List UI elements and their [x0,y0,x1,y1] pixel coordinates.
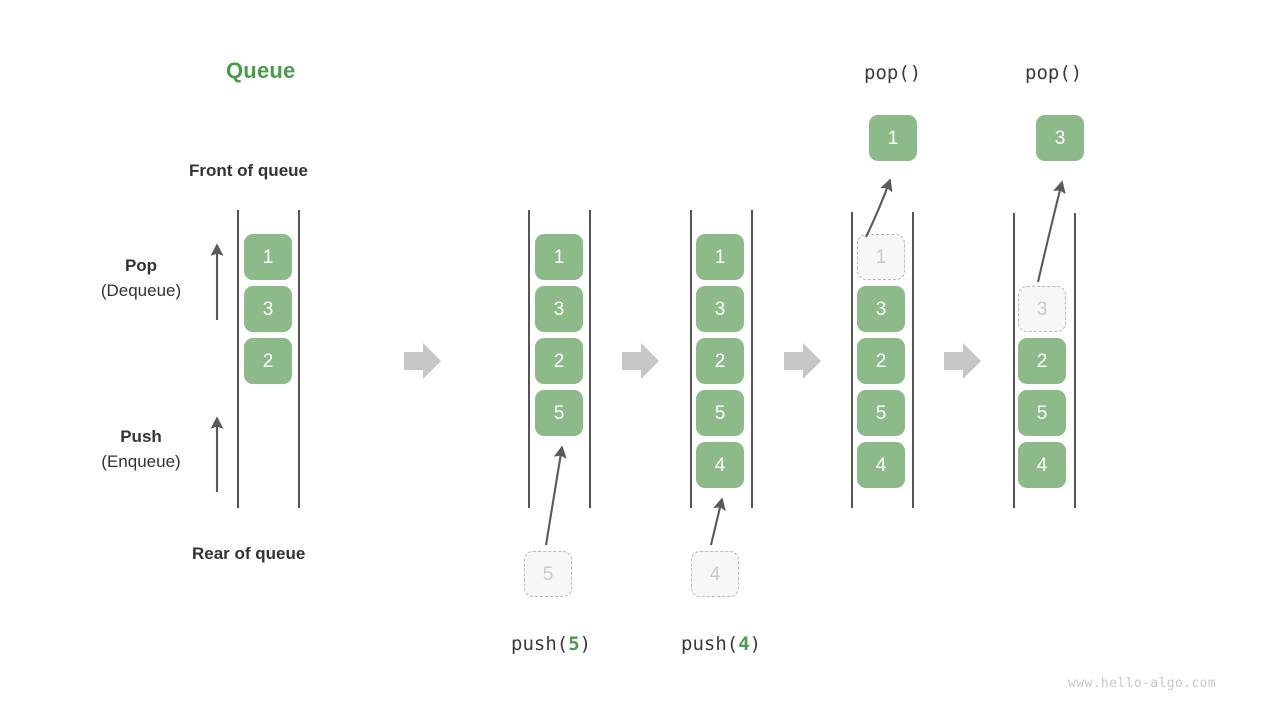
step-arrow-icon-4 [944,343,981,379]
queue-rail-left-stage-1 [237,210,239,508]
pop-label-primary: Pop [124,256,158,275]
front-of-queue-label: Front of queue [189,161,308,180]
queue-cell: 2 [535,338,583,384]
push-label-secondary: (Enqueue) [101,452,181,471]
caption-op-close: ) [749,633,762,655]
queue-cell: 5 [535,390,583,436]
queue-cell: 3 [535,286,583,332]
incoming-ghost-cell: 5 [524,551,572,597]
queue-rail-right-stage-3 [751,210,753,508]
stage-caption-push-5: push(5) [511,633,591,655]
caption-op-arg: 5 [568,633,580,655]
caption-op-text: push( [681,633,739,655]
queue-cell: 2 [696,338,744,384]
queue-cell: 5 [696,390,744,436]
step-arrow-icon-2 [622,343,659,379]
queue-cell: 1 [244,234,292,280]
push-5-arrow-icon [544,445,567,546]
pop-annotation: Pop (Dequeue) [56,254,226,304]
queue-cell: 1 [535,234,583,280]
step-arrow-icon-3 [784,343,821,379]
queue-cell: 1 [696,234,744,280]
queue-cell: 2 [1018,338,1066,384]
queue-rail-left-stage-4 [851,212,853,508]
queue-rail-right-stage-1 [298,210,300,508]
queue-cell: 4 [857,442,905,488]
queue-cell: 5 [1018,390,1066,436]
queue-cell: 5 [857,390,905,436]
queue-cell: 2 [857,338,905,384]
caption-op-close: ) [579,633,592,655]
stage-caption-push-4: push(4) [681,633,761,655]
queue-rail-right-stage-2 [589,210,591,508]
push-label-primary: Push [120,427,162,446]
popped-cell: 3 [1036,115,1084,161]
queue-cell: 3 [696,286,744,332]
queue-cell: 3 [857,286,905,332]
queue-cell: 2 [244,338,292,384]
popped-cell: 1 [869,115,917,161]
queue-rail-left-stage-2 [528,210,530,508]
stage-caption-pop-1: pop() [864,62,922,84]
push-annotation: Push (Enqueue) [56,425,226,475]
page-title: Queue [226,58,296,83]
watermark: www.hello-algo.com [1068,676,1217,691]
incoming-ghost-cell: 4 [691,551,739,597]
rear-of-queue-label: Rear of queue [192,544,306,563]
pop-3-arrow-icon [1036,180,1066,283]
queue-rail-left-stage-3 [690,210,692,508]
caption-op-arg: 4 [738,633,750,655]
queue-cell-vacated: 3 [1018,286,1066,332]
queue-cell: 3 [244,286,292,332]
step-arrow-icon-1 [404,343,441,379]
queue-rail-right-stage-5 [1074,213,1076,508]
queue-cell-vacated: 1 [857,234,905,280]
stage-caption-pop-3: pop() [1025,62,1083,84]
queue-rail-left-stage-5 [1013,213,1015,508]
pop-1-arrow-icon [865,178,893,238]
queue-cell: 4 [1018,442,1066,488]
queue-rail-right-stage-4 [912,212,914,508]
push-4-arrow-icon [709,497,726,546]
queue-cell: 4 [696,442,744,488]
caption-op-text: push( [511,633,569,655]
pop-label-secondary: (Dequeue) [100,281,182,300]
